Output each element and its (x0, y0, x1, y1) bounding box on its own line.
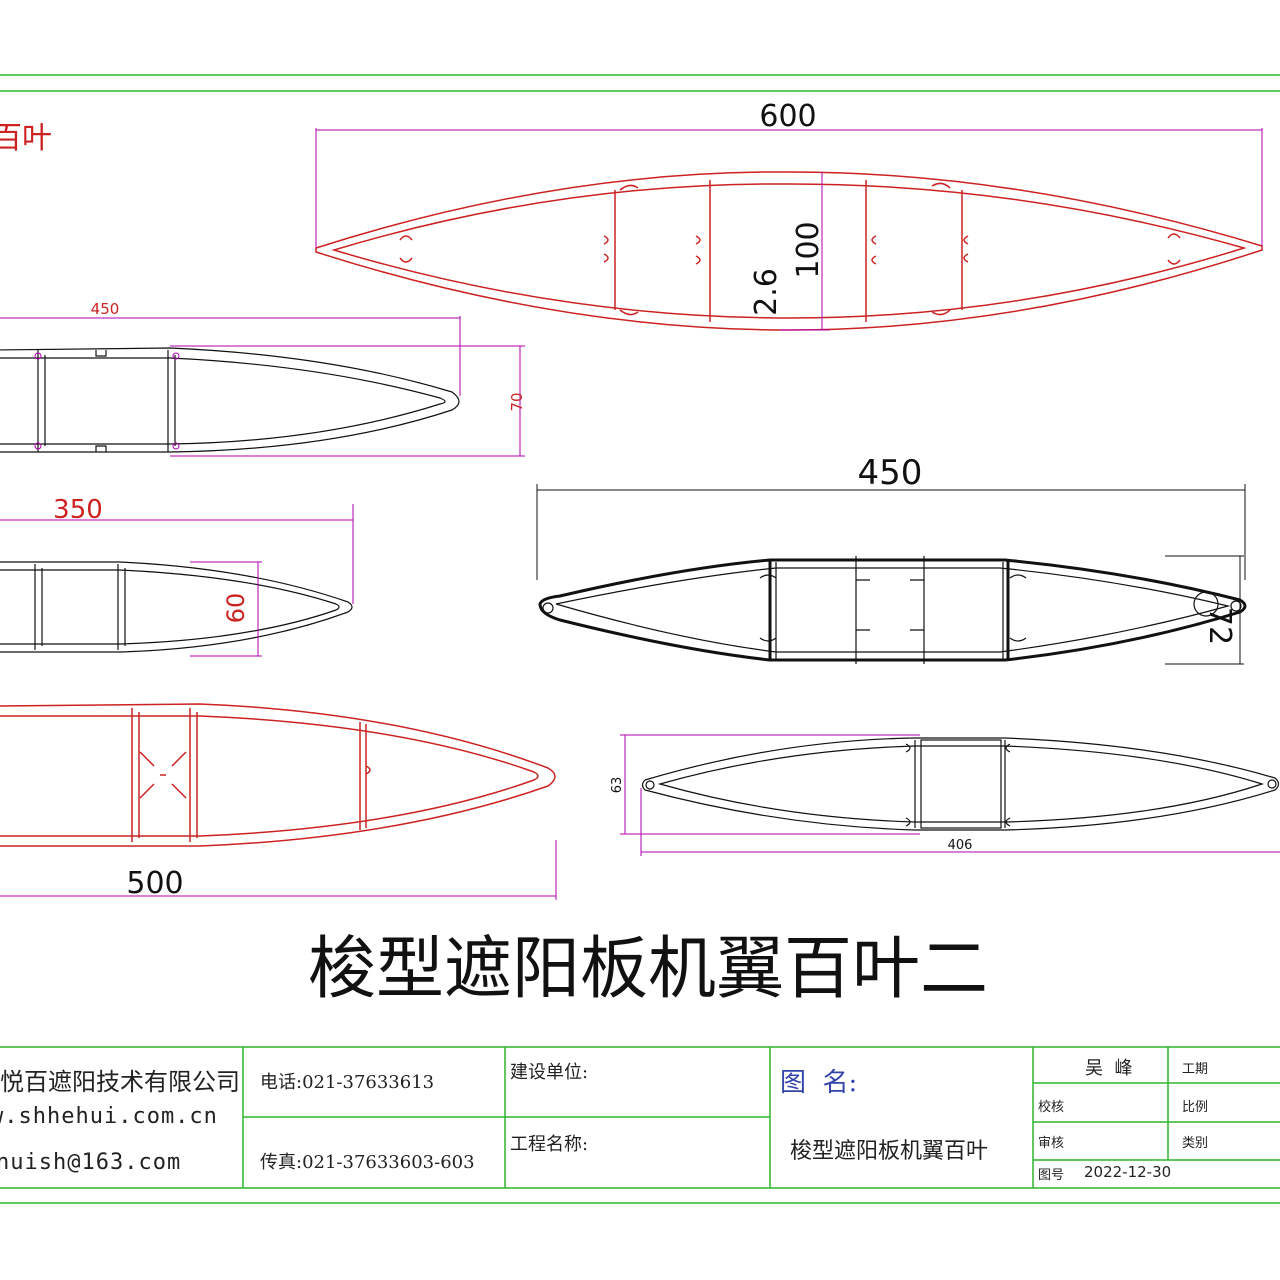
profile-450-b-outer (538, 558, 1247, 662)
construction-unit-label: 建设单位: (510, 1062, 589, 1083)
profile-406-dims (620, 734, 1280, 856)
profile-600-dims (315, 128, 1263, 331)
top-left-label: 百叶 (0, 121, 52, 156)
profile-500-inner (0, 715, 539, 837)
project-name-label: 工程名称: (510, 1134, 589, 1155)
profile-450-b-inner (555, 567, 1231, 653)
main-title: 梭型遮阳板机翼百叶二 (308, 930, 988, 1009)
profile-450-a-height-label: 70 (508, 392, 526, 411)
profile-406-height-label: 63 (610, 777, 625, 794)
profile-350-dims (0, 504, 354, 657)
profile-500-outer (0, 703, 556, 847)
check-label: 校核 (1038, 1100, 1065, 1115)
company-name: 悦百遮阳技术有限公司 (0, 1068, 240, 1096)
profile-406-width-label: 406 (948, 838, 973, 853)
profile-450-a-dims (0, 316, 525, 457)
profile-450-a (0, 347, 460, 453)
company-website: w.shhehui.com.cn (0, 1104, 218, 1129)
profile-450-b-height-label: 72 (1202, 607, 1237, 645)
profile-406-outer (641, 737, 1280, 831)
phone-number: 电话:021-37633613 (260, 1072, 435, 1093)
category-label: 类别 (1182, 1136, 1209, 1151)
drawing-frame (0, 74, 1280, 1204)
profile-500 (0, 703, 556, 847)
profile-350-inner (0, 569, 340, 645)
review-label: 审核 (1038, 1136, 1065, 1151)
scale-label: 比例 (1182, 1100, 1209, 1115)
profile-600 (315, 171, 1263, 331)
drawing-number-label: 图号 (1038, 1168, 1065, 1183)
profile-450-b-width-label: 450 (858, 453, 923, 493)
design-period-label: 工期 (1182, 1062, 1209, 1077)
profile-350 (0, 561, 353, 653)
profile-350-width-label: 350 (53, 495, 103, 525)
profile-500-width-label: 500 (126, 866, 183, 901)
fax-number: 传真:021-37633603-603 (260, 1152, 475, 1173)
profile-406 (641, 737, 1280, 831)
company-email: nuish@163.com (0, 1150, 182, 1175)
profile-450-a-inner (0, 357, 446, 445)
profile-600-width-label: 600 (759, 99, 816, 134)
profile-450-a-width-label: 450 (91, 300, 120, 318)
profile-406-inner (657, 745, 1264, 823)
profile-500-dims (0, 840, 557, 900)
drawing-name: 梭型遮阳板机翼百叶 (790, 1139, 989, 1164)
profile-600-height-label: 100 (791, 221, 826, 278)
profile-600-wall-label: 2.6 (749, 268, 784, 316)
drawing-name-label: 图 名: (780, 1068, 858, 1098)
drawing-date: 2022-12-30 (1084, 1163, 1172, 1181)
profile-450-b (538, 556, 1247, 664)
profile-350-height-label: 60 (222, 593, 250, 624)
profile-450-b-dims (536, 484, 1246, 665)
designer-name: 吴 峰 (1085, 1058, 1133, 1079)
profile-350-outer (0, 561, 353, 653)
profile-600-inner (331, 183, 1247, 319)
profile-600-outer (315, 171, 1263, 331)
profile-450-a-outer (0, 347, 460, 453)
